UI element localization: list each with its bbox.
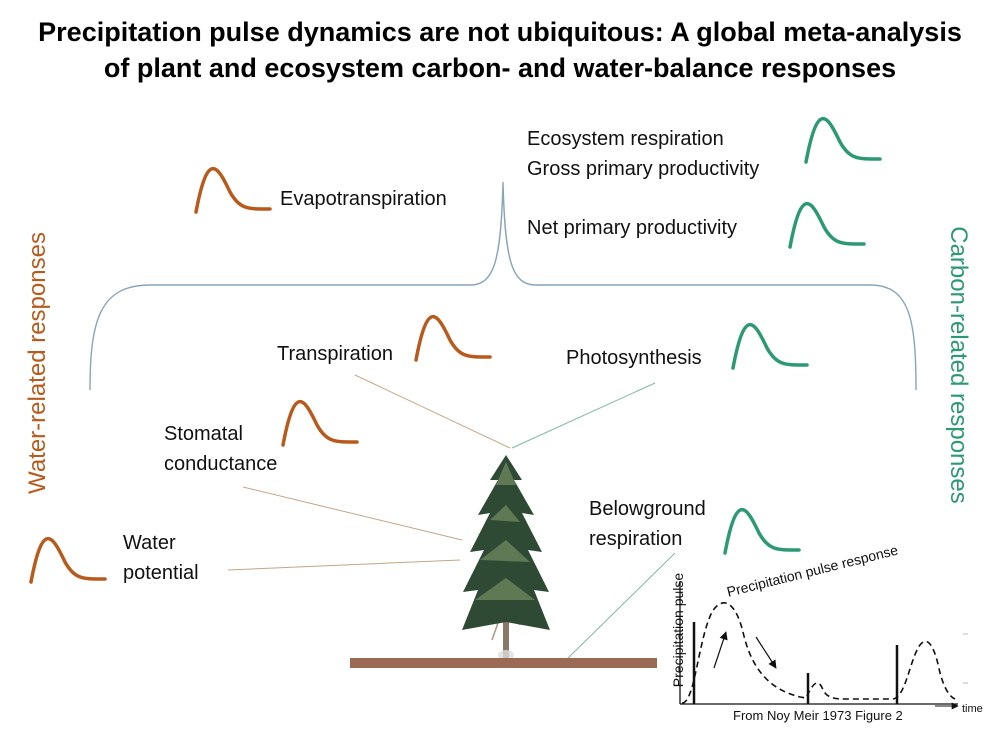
pulse-icon-belowground-respiration [723,508,801,555]
evapotranspiration-label: Evapotranspiration [280,188,447,210]
pulse-icon-stomatal [281,400,359,447]
ecosystem-respiration-label: Ecosystem respiration [527,128,724,150]
net-primary-productivity-label: Net primary productivity [527,217,738,239]
pulse-icon-transpiration [414,315,492,362]
title-line-2: of plant and ecosystem carbon- and water… [103,53,897,83]
leader-photosynthesis [511,382,656,449]
gross-primary-productivity-label: Gross primary productivity [527,158,760,180]
inset-down-arrow [755,636,777,669]
potential-label: potential [123,562,199,584]
inset-up-arrow [713,631,728,669]
pulse-icon-net-primary-productivity [788,202,866,249]
bracket [89,181,917,391]
inset-y-axis-label: Precipitation pulse [670,572,686,688]
belowground-label: Belowground [589,498,706,520]
pulse-icon-water-potential [29,537,107,584]
inset-graph [679,581,968,710]
inset-x-axis-label: time [962,703,983,715]
leader-belowground [564,552,676,662]
pulse-icon-photosynthesis [731,323,809,370]
title-line-1: Precipitation pulse dynamics are not ubi… [38,17,962,47]
transpiration-label: Transpiration [277,343,393,365]
water-label: Water [123,532,176,554]
pulse-icon-ecosystem-respiration [804,117,882,164]
ground-bar [350,658,657,668]
leader-transpiration [354,374,511,449]
respiration-label: respiration [589,528,683,550]
conductance-label: conductance [164,453,278,475]
stomatal-label: Stomatal [164,423,243,445]
leader-water-potential [227,559,461,571]
inset-pulse-response-curve [681,602,956,704]
inset-caption: From Noy Meir 1973 Figure 2 [733,708,903,723]
photosynthesis-label: Photosynthesis [566,347,702,369]
pulse-icon-evapotranspiration [194,167,272,214]
conifer-tree-icon [462,455,550,660]
leader-stomatal [242,486,463,541]
page-title: Precipitation pulse dynamics are not ubi… [0,14,1000,86]
